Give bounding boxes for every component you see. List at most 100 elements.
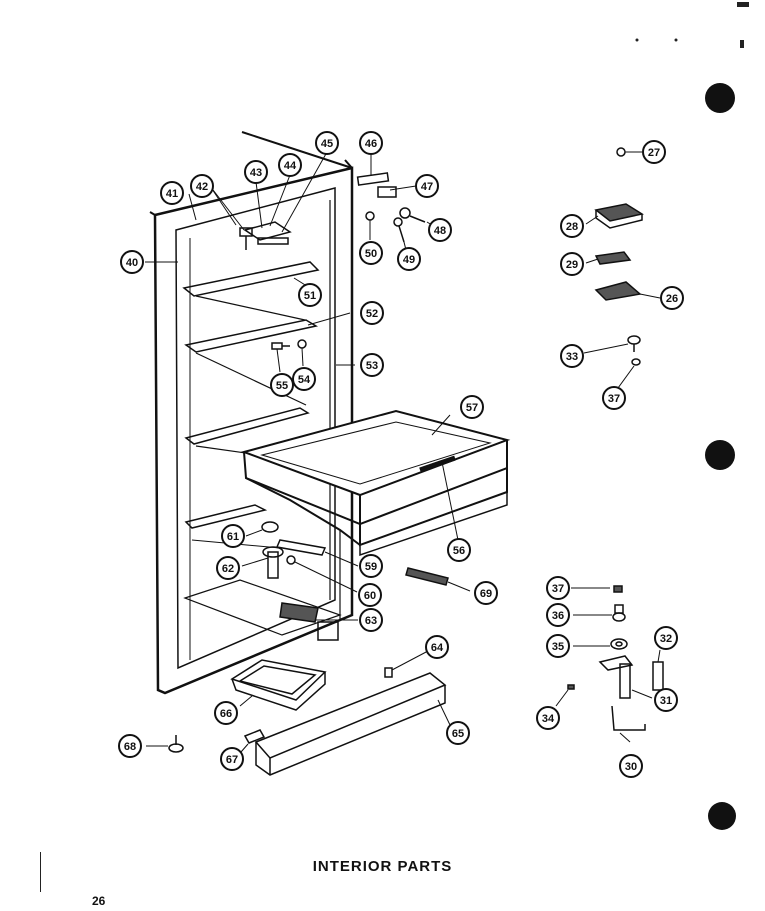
callout-circle	[360, 301, 384, 325]
callout-circle	[619, 754, 643, 778]
callout-c64: 64	[425, 635, 449, 659]
callout-c59: 59	[359, 554, 383, 578]
callout-label: 67	[226, 754, 238, 766]
callout-label: 53	[366, 360, 378, 372]
callout-circle	[358, 583, 382, 607]
callout-c56: 56	[447, 538, 471, 562]
callout-circle	[447, 538, 471, 562]
callout-circle	[120, 250, 144, 274]
scan-specks	[40, 2, 749, 892]
callout-label: 36	[552, 610, 564, 622]
callout-label: 66	[220, 708, 232, 720]
callout-c31: 31	[654, 688, 678, 712]
callout-label: 37	[608, 393, 620, 405]
callout-circle	[190, 174, 214, 198]
callout-circle	[536, 706, 560, 730]
callout-label: 51	[304, 290, 316, 302]
callout-circle	[359, 554, 383, 578]
callout-label: 59	[365, 561, 377, 573]
callout-circle	[546, 603, 570, 627]
callout-c69: 69	[474, 581, 498, 605]
callout-c67: 67	[220, 747, 244, 771]
callout-c44: 44	[278, 153, 302, 177]
callout-circle	[315, 131, 339, 155]
callout-label: 61	[227, 531, 239, 543]
callout-c48: 48	[428, 218, 452, 242]
callout-circle	[560, 214, 584, 238]
callout-label: 40	[126, 257, 138, 269]
callout-label: 49	[403, 254, 415, 266]
callout-c45: 45	[315, 131, 339, 155]
hardware-parts	[168, 172, 449, 776]
callout-c37b: 37	[546, 576, 570, 600]
callout-circle	[220, 747, 244, 771]
callout-circle	[221, 524, 245, 548]
callout-label: 57	[466, 402, 478, 414]
callout-circle	[359, 241, 383, 265]
callout-c43: 43	[244, 160, 268, 184]
callout-label: 48	[434, 225, 446, 237]
callout-c41: 41	[160, 181, 184, 205]
callout-c54: 54	[292, 367, 316, 391]
leader-lines	[145, 151, 661, 753]
callout-circle	[214, 701, 238, 725]
callout-label: 33	[566, 351, 578, 363]
callout-label: 35	[552, 641, 564, 653]
callout-label: 60	[364, 590, 376, 602]
callout-circle	[278, 153, 302, 177]
callout-label: 54	[298, 374, 311, 386]
callout-c51: 51	[298, 283, 322, 307]
door-hinge-parts	[567, 147, 664, 731]
callout-label: 46	[365, 138, 377, 150]
crisper-drawer	[240, 409, 511, 557]
callout-label: 37	[552, 583, 564, 595]
callout-circle	[360, 353, 384, 377]
callout-c29: 29	[560, 252, 584, 276]
cabinet-liner-opening	[175, 187, 336, 670]
callout-label: 28	[566, 221, 578, 233]
callout-c49: 49	[397, 247, 421, 271]
callout-label: 56	[453, 545, 465, 557]
callout-circle	[298, 283, 322, 307]
callout-label: 68	[124, 741, 136, 753]
callout-c33: 33	[560, 344, 584, 368]
callout-circle	[216, 556, 240, 580]
callout-c62: 62	[216, 556, 240, 580]
callout-circle	[244, 160, 268, 184]
callout-label: 27	[648, 147, 660, 159]
cabinet-outer-frame	[153, 166, 354, 695]
callout-c34: 34	[536, 706, 560, 730]
callout-c42: 42	[190, 174, 214, 198]
callout-c30: 30	[619, 754, 643, 778]
callout-c28: 28	[560, 214, 584, 238]
callout-c61: 61	[221, 524, 245, 548]
callout-label: 45	[321, 138, 333, 150]
callout-label: 63	[365, 615, 377, 627]
callout-label: 31	[660, 695, 672, 707]
callout-label: 34	[542, 713, 555, 725]
callout-label: 42	[196, 181, 208, 193]
callout-label: 29	[566, 259, 578, 271]
callout-circle	[425, 635, 449, 659]
callout-label: 30	[625, 761, 637, 773]
callout-circle	[160, 181, 184, 205]
callout-label: 32	[660, 633, 672, 645]
callout-label: 47	[421, 181, 433, 193]
callout-circle	[654, 688, 678, 712]
callout-circle	[415, 174, 439, 198]
callout-label: 62	[222, 563, 234, 575]
callout-circle	[270, 373, 294, 397]
callout-c26: 26	[660, 286, 684, 310]
callout-circle	[602, 386, 626, 410]
callout-c40: 40	[120, 250, 144, 274]
diagram-caption: INTERIOR PARTS	[312, 858, 453, 875]
binder-hole-top	[705, 83, 735, 113]
binder-hole-bottom	[708, 802, 736, 830]
callout-circle	[546, 576, 570, 600]
callout-label: 69	[480, 588, 492, 600]
callout-c60: 60	[358, 583, 382, 607]
callout-c52: 52	[360, 301, 384, 325]
callout-circle	[642, 140, 666, 164]
callout-c46: 46	[359, 131, 383, 155]
callout-c50: 50	[359, 241, 383, 265]
